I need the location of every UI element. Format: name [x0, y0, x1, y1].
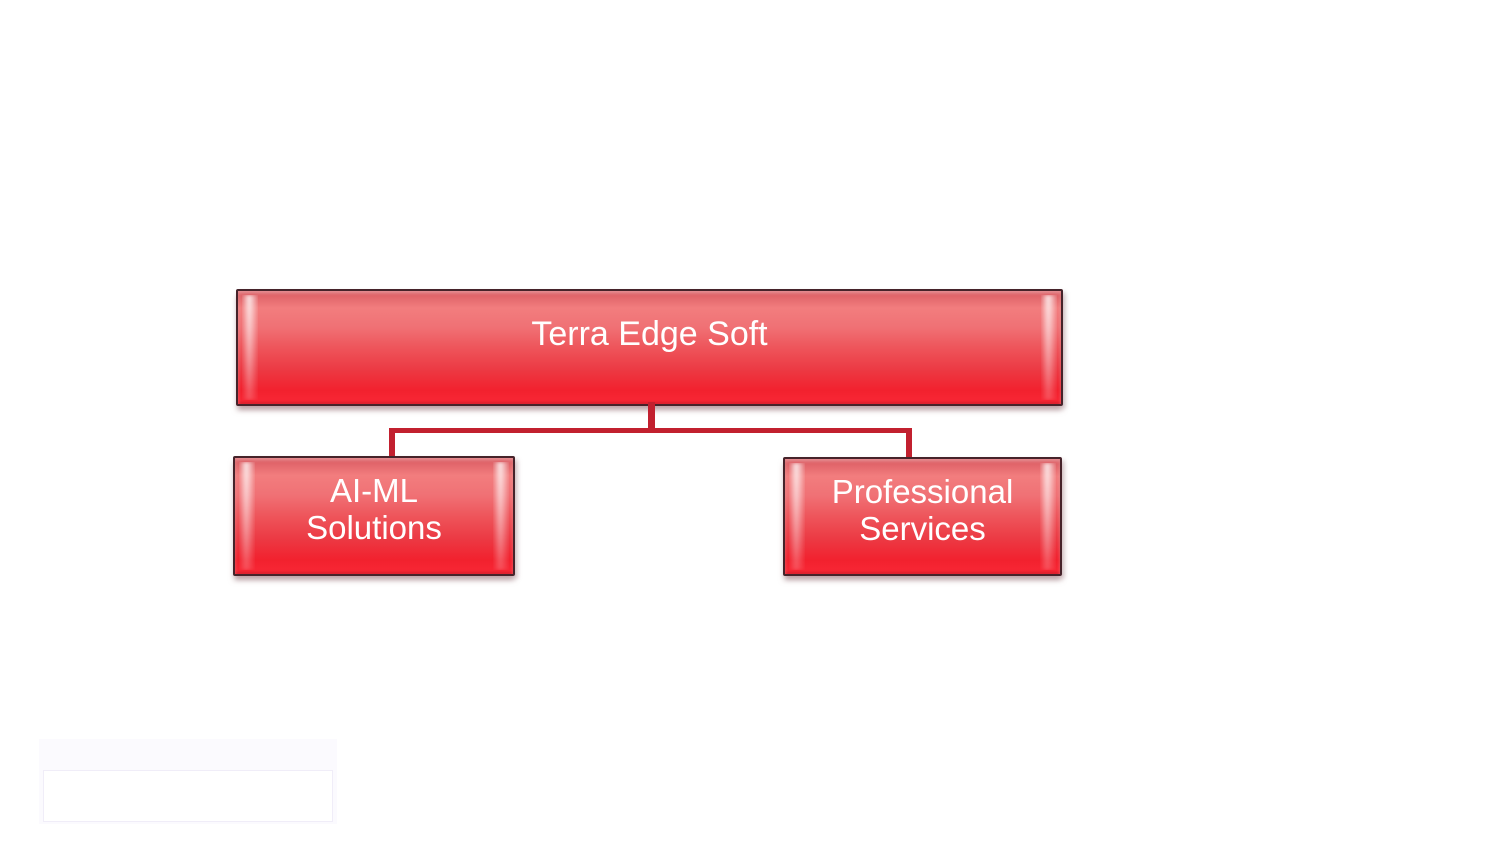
- org-node-child-2[interactable]: Professional Services: [783, 457, 1062, 576]
- org-node-child-1[interactable]: AI-ML Solutions: [233, 456, 515, 576]
- org-node-child-2-label: Professional Services: [831, 472, 1014, 547]
- org-node-root[interactable]: Terra Edge Soft: [236, 289, 1063, 406]
- connector-horizontal-bar: [389, 428, 912, 433]
- ghost-panel-body: [43, 770, 333, 822]
- org-node-root-label: Terra Edge Soft: [531, 315, 768, 353]
- connector-drop-right: [906, 428, 912, 457]
- org-node-child-1-label: AI-ML Solutions: [306, 472, 442, 546]
- ghost-panel: [39, 739, 337, 824]
- connector-drop-left: [389, 428, 395, 457]
- connector-stem: [648, 402, 655, 433]
